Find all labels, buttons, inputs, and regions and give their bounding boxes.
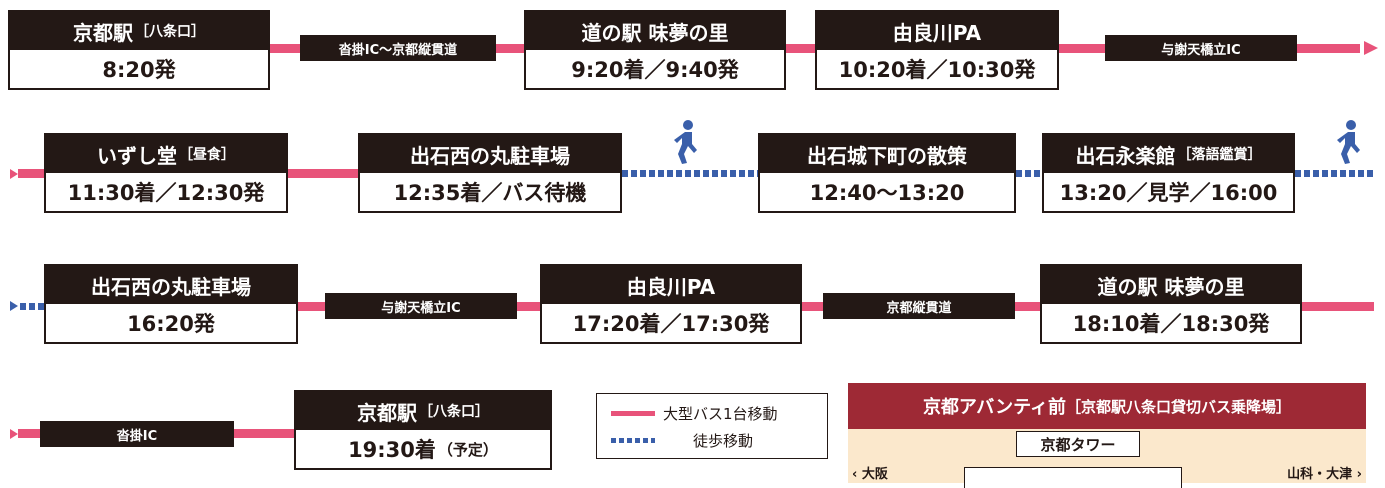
road-label: 京都縦貫道 [823, 293, 1015, 319]
stop-name: 出石永楽館 [1075, 143, 1176, 168]
stop-time: 12:35着／バス待機 [393, 181, 587, 205]
road-label: 与謝天橋立IC [1105, 35, 1297, 61]
route-continue-icon [10, 429, 18, 439]
stop-name: 由良川PA [817, 12, 1057, 50]
road-label: 沓掛IC〜京都縦貫道 [300, 35, 496, 61]
stop-name: 出石西の丸駐車場 [46, 266, 296, 304]
route-continue-icon [10, 169, 18, 179]
stop-name: 京都駅 [357, 400, 417, 425]
road-label: 与謝天橋立IC [325, 293, 517, 319]
stop-time: 19:30着 [348, 438, 436, 462]
stop-time: 16:20発 [127, 312, 215, 336]
walking-person-icon [1337, 120, 1360, 164]
stop-izushi-nishinomaru-parking: 出石西の丸駐車場 12:35着／バス待機 [358, 133, 622, 213]
legend-walk-label: 徒歩移動 [693, 432, 754, 450]
stop-time: 11:30着／12:30発 [67, 181, 265, 205]
stop-time: 18:10着／18:30発 [1072, 312, 1270, 336]
walk-route-line [622, 170, 758, 177]
stop-time: 13:20／見学／16:00 [1059, 181, 1278, 205]
pickup-title-sub: ［京都駅八条口貸切バス乗降場］ [1066, 397, 1292, 416]
walk-route-line [20, 303, 44, 310]
pickup-info-title: 京都アバンティ前［京都駅八条口貸切バス乗降場］ [848, 383, 1366, 429]
stop-yuragawa-pa: 由良川PA 10:20着／10:30発 [815, 10, 1059, 90]
route-arrow-icon [1364, 41, 1378, 55]
road-label: 沓掛IC [40, 421, 234, 447]
stop-name: 出石西の丸駐車場 [360, 135, 620, 173]
stop-name: いずし堂 [97, 143, 177, 168]
stop-name-sub: ［落語鑑賞］ [1177, 147, 1262, 163]
stop-yuragawa-pa: 由良川PA 17:20着／17:30発 [540, 264, 802, 344]
walking-person-icon [674, 120, 697, 164]
stop-time: 8:20発 [102, 58, 176, 82]
legend-bus-label: 大型バス1台移動 [663, 405, 778, 423]
stop-izushi-eirakukan: 出石永楽館［落語鑑賞］ 13:20／見学／16:00 [1042, 133, 1295, 213]
stop-name: 京都駅 [73, 20, 133, 45]
stop-time: 17:20着／17:30発 [572, 312, 770, 336]
legend: 大型バス1台移動 徒歩移動 [596, 393, 828, 459]
stop-time: 9:20着／9:40発 [571, 58, 739, 82]
stop-time: 10:20着／10:30発 [838, 58, 1036, 82]
map-right-label: 山科・大津 › [1287, 467, 1362, 482]
stop-name-sub: ［八条口］ [135, 24, 205, 40]
stop-name: 出石城下町の散策 [760, 135, 1014, 173]
stop-kyoto-station-final: 京都駅［八条口］ 19:30着（予定） [294, 390, 552, 470]
stop-izushido: いずし堂［昼食］ 11:30着／12:30発 [44, 133, 288, 213]
legend-bus-swatch [611, 411, 655, 416]
stop-michinoeki-mimunosato: 道の駅 味夢の里 18:10着／18:30発 [1040, 264, 1302, 344]
pickup-title-main: 京都アバンティ前 [922, 397, 1067, 418]
walk-route-line [1016, 170, 1042, 177]
stop-name-sub: ［昼食］ [179, 147, 235, 163]
bus-route-line [18, 169, 622, 178]
walk-route-line [1295, 170, 1375, 177]
stop-izushi-castle-town-walk: 出石城下町の散策 12:40〜13:20 [758, 133, 1016, 213]
stop-name: 由良川PA [542, 266, 800, 304]
stop-kyoto-station: 京都駅［八条口］ 8:20発 [8, 10, 270, 90]
stop-time: 12:40〜13:20 [809, 181, 965, 205]
pickup-info-box: 京都アバンティ前［京都駅八条口貸切バス乗降場］ 京都タワー ‹ 大阪 山科・大津… [848, 383, 1366, 488]
kyoto-tower-label: 京都タワー [1016, 431, 1140, 457]
legend-walk-swatch [611, 438, 655, 443]
stop-name-sub: ［八条口］ [419, 404, 489, 420]
stop-time-sub: （予定） [437, 440, 498, 459]
map-building-outline [964, 467, 1182, 488]
stop-name: 道の駅 味夢の里 [1042, 266, 1300, 304]
stop-michinoeki-mimunosato: 道の駅 味夢の里 9:20着／9:40発 [524, 10, 786, 90]
stop-name: 道の駅 味夢の里 [526, 12, 784, 50]
route-continue-icon [10, 301, 18, 311]
map-left-label: ‹ 大阪 [852, 467, 888, 482]
stop-izushi-nishinomaru-parking: 出石西の丸駐車場 16:20発 [44, 264, 298, 344]
